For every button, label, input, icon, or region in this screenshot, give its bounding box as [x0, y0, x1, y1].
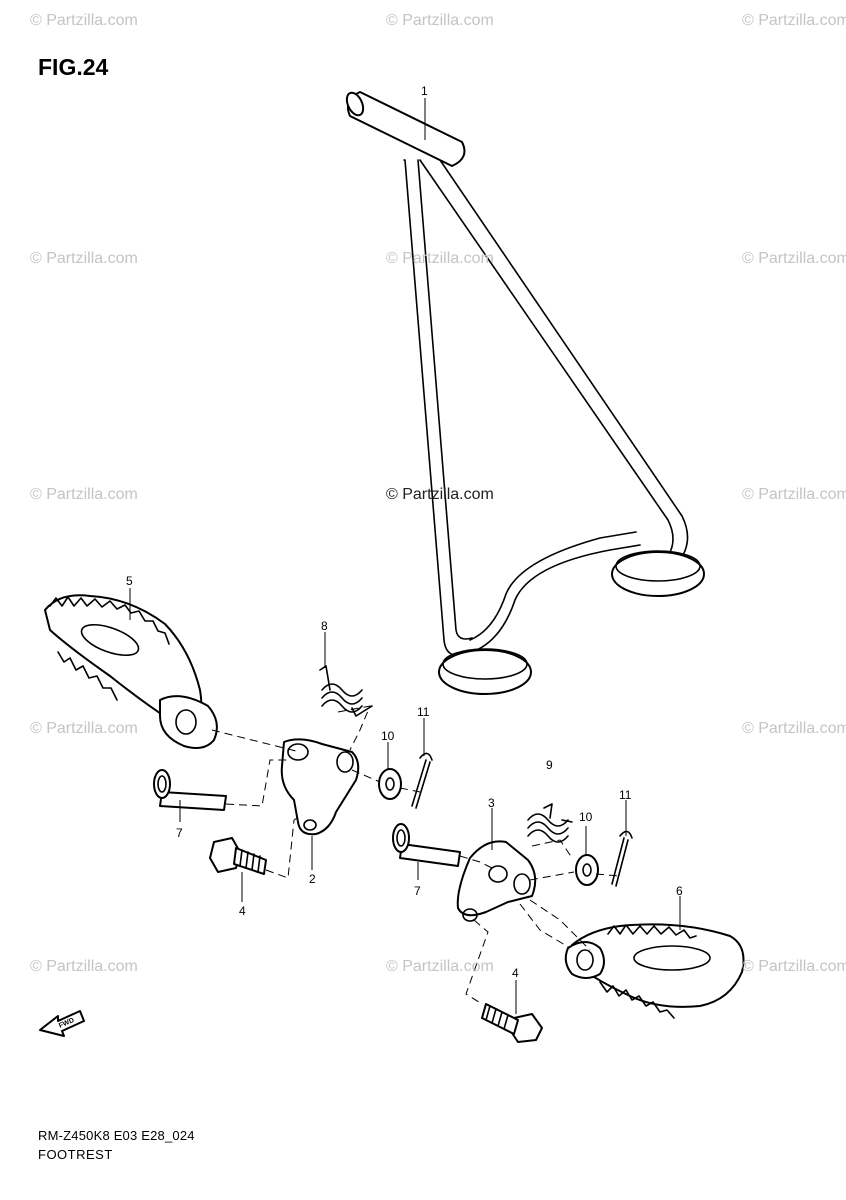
callout-11: 11	[417, 705, 430, 719]
stand-part-1	[345, 91, 705, 695]
callout-11: 11	[619, 788, 632, 802]
callout-4: 4	[512, 966, 519, 980]
left-footrest-part-5	[44, 594, 218, 749]
watermark: © Partzilla.com	[30, 12, 138, 29]
figure-title: FIG.24	[38, 54, 109, 80]
callout-10: 10	[579, 810, 593, 824]
callout-4: 4	[239, 904, 246, 918]
callout-10: 10	[381, 729, 395, 743]
spring-part-8	[319, 665, 373, 717]
right-bracket-part-3	[456, 840, 537, 922]
washer-part-10-left	[378, 768, 402, 800]
washer-part-10-right	[575, 854, 599, 886]
watermark: © Partzilla.com	[30, 486, 138, 503]
watermark: © Partzilla.com	[742, 958, 846, 975]
callout-7: 7	[414, 884, 421, 898]
fwd-arrow-icon: FWD	[39, 1010, 85, 1037]
watermark: © Partzilla.com	[30, 958, 138, 975]
watermark: © Partzilla.com	[742, 720, 846, 737]
watermark: © Partzilla.com	[386, 250, 494, 267]
watermark: © Partzilla.com	[386, 12, 494, 29]
callout-9: 9	[546, 758, 553, 772]
callout-6: 6	[676, 884, 683, 898]
cotter-pin-part-11-right	[611, 830, 633, 887]
left-bracket-part-2	[280, 738, 360, 836]
pin-part-7-right	[392, 823, 461, 867]
callout-5: 5	[126, 574, 133, 588]
right-footrest-part-6	[564, 923, 745, 1019]
callout-1: 1	[421, 84, 428, 98]
watermark: © Partzilla.com	[742, 12, 846, 29]
model-code: RM-Z450K8 E03 E28_024	[38, 1128, 195, 1143]
bolt-part-4-right	[481, 1003, 543, 1043]
bolt-part-4-left	[209, 837, 267, 875]
section-name: FOOTREST	[38, 1147, 113, 1162]
cotter-pin-part-11-left	[411, 752, 433, 809]
callout-2: 2	[309, 872, 316, 886]
watermark: © Partzilla.com	[742, 486, 846, 503]
pin-part-7-left	[153, 769, 227, 811]
watermark-center: © Partzilla.com	[386, 486, 494, 503]
callout-8: 8	[321, 619, 328, 633]
callout-7: 7	[176, 826, 183, 840]
watermark: © Partzilla.com	[742, 250, 846, 267]
watermark: © Partzilla.com	[30, 250, 138, 267]
watermark: © Partzilla.com	[30, 720, 138, 737]
assembly-lines	[211, 705, 621, 1005]
leader-lines	[129, 98, 681, 1014]
spring-part-9	[527, 803, 573, 843]
watermark: © Partzilla.com	[386, 958, 494, 975]
callout-3: 3	[488, 796, 495, 810]
